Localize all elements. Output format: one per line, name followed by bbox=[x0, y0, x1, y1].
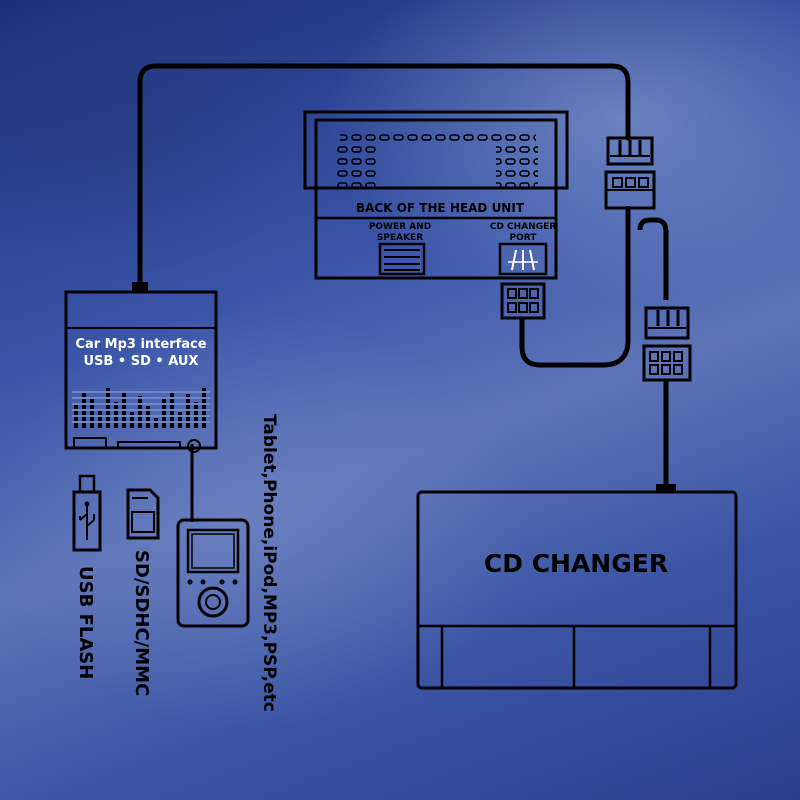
connector-top-female bbox=[604, 170, 656, 210]
connector-mid-male bbox=[644, 306, 690, 340]
vent-holes-right bbox=[496, 144, 538, 194]
connector-port-plug bbox=[500, 282, 546, 320]
aux-jack bbox=[187, 439, 201, 453]
vent-holes-top bbox=[340, 130, 536, 144]
usb-flash-label: USB FLASH bbox=[75, 566, 96, 679]
power-speaker-socket bbox=[378, 242, 426, 276]
player-label: Tablet,Phone,iPod,MP3,PSP,etc bbox=[259, 414, 279, 712]
sd-slot bbox=[117, 441, 181, 449]
connector-top-male bbox=[606, 136, 654, 166]
usb-flash-icon bbox=[72, 474, 102, 552]
connector-mid-female bbox=[642, 344, 692, 382]
sd-card-icon bbox=[126, 488, 160, 540]
power-speaker-label-line1: POWER AND bbox=[369, 222, 431, 232]
interface-subtitle: USB • SD • AUX bbox=[84, 354, 199, 369]
head-unit-title: BACK OF THE HEAD UNIT bbox=[356, 201, 525, 215]
cable-adapter-to-cdchanger bbox=[637, 217, 669, 485]
mp3-player-icon bbox=[176, 518, 250, 628]
cd-changer-port-socket bbox=[498, 242, 548, 276]
equalizer-icon bbox=[72, 388, 210, 428]
cable-interface-to-headunit bbox=[137, 63, 631, 285]
cd-changer bbox=[416, 484, 738, 690]
mp3-interface bbox=[64, 282, 218, 453]
cd-changer-title: CD CHANGER bbox=[484, 549, 668, 578]
interface-title: Car Mp3 interface bbox=[75, 337, 206, 352]
vent-holes-left bbox=[336, 144, 378, 194]
sd-card-label: SD/SDHC/MMC bbox=[131, 550, 152, 696]
power-speaker-label-line2: SPEAKER bbox=[377, 233, 423, 243]
cable-headunit-to-adapter bbox=[519, 206, 631, 368]
cd-port-label-line1: CD CHANGER bbox=[490, 222, 556, 232]
usb-slot bbox=[73, 437, 107, 449]
cd-port-label-line2: PORT bbox=[510, 233, 538, 243]
head-unit bbox=[303, 110, 569, 280]
